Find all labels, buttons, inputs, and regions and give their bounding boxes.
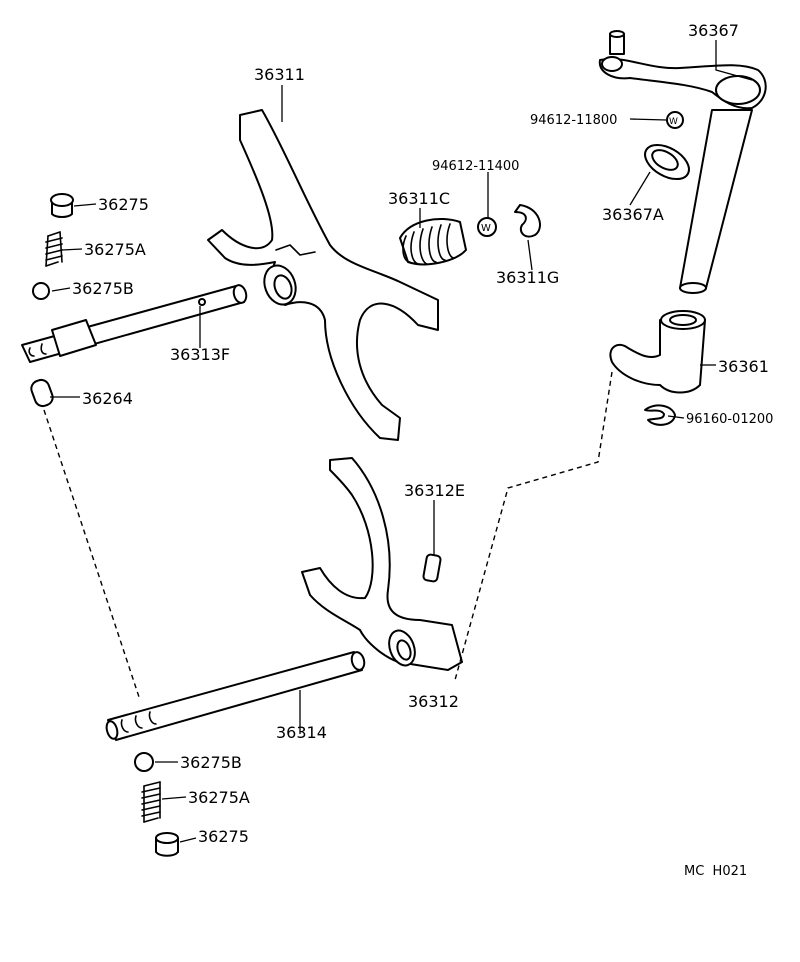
label-36314: 36314 bbox=[276, 723, 327, 742]
spring-36275A-bottom bbox=[141, 781, 161, 823]
pin-36312E bbox=[422, 553, 442, 583]
label-36275-top: 36275 bbox=[98, 195, 149, 214]
label-36361: 36361 bbox=[718, 357, 769, 376]
spring-36275A-top bbox=[45, 231, 63, 267]
label-36311: 36311 bbox=[254, 65, 305, 84]
ball-36275B-bottom bbox=[134, 752, 154, 772]
oil-seal-part bbox=[644, 143, 690, 181]
clip-96160-01200 bbox=[644, 404, 676, 426]
label-36312E: 36312E bbox=[404, 481, 465, 500]
shift-fork-36311 bbox=[207, 109, 439, 441]
alignment-line-right bbox=[454, 371, 613, 681]
label-36275B-bottom: 36275B bbox=[180, 753, 242, 772]
interlock-pin-36264 bbox=[30, 378, 54, 408]
plug-36275-top bbox=[50, 193, 74, 218]
shift-shaft-36313F bbox=[21, 284, 248, 363]
label-36275B-top: 36275B bbox=[72, 279, 134, 298]
label-94612-11800: 94612-11800 bbox=[530, 113, 617, 128]
plug-36275-bottom bbox=[155, 832, 179, 857]
spring-36311C bbox=[399, 218, 467, 266]
shift-fork-36312 bbox=[301, 457, 463, 671]
svg-text:W: W bbox=[669, 117, 678, 127]
leader-lines bbox=[50, 40, 753, 843]
label-36367A: 36367A bbox=[602, 205, 664, 224]
shift-shaft-36314 bbox=[105, 651, 366, 741]
label-36275-bottom: 36275 bbox=[198, 827, 249, 846]
shift-lever-36361 bbox=[609, 310, 706, 394]
snap-ring-36311G bbox=[514, 204, 541, 238]
alignment-line-left bbox=[43, 409, 141, 701]
label-36367: 36367 bbox=[688, 21, 739, 40]
ball-36275B-top bbox=[32, 282, 50, 300]
label-36275A-bottom: 36275A bbox=[188, 788, 250, 807]
washer-94612-11800: W bbox=[666, 111, 684, 129]
label-36311G: 36311G bbox=[496, 268, 559, 287]
label-94612-11400: 94612-11400 bbox=[432, 159, 519, 174]
label-36311C: 36311C bbox=[388, 189, 450, 208]
label-36275A-top: 36275A bbox=[84, 240, 146, 259]
label-36264: 36264 bbox=[82, 389, 133, 408]
washer-94612-11400: W bbox=[477, 217, 497, 237]
label-96160-01200: 96160-01200 bbox=[686, 412, 773, 427]
label-36312: 36312 bbox=[408, 692, 459, 711]
shift-lever-part bbox=[598, 30, 767, 294]
reference-code: MC H021 bbox=[684, 864, 747, 879]
label-36313F: 36313F bbox=[170, 345, 230, 364]
svg-text:W: W bbox=[481, 223, 491, 234]
